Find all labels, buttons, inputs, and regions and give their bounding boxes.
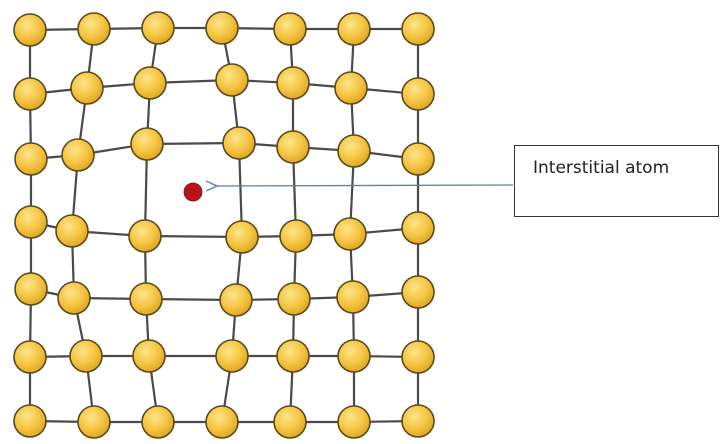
interstitial-atom [183,182,203,202]
lattice-atom [273,405,307,439]
lattice-atom [77,405,111,439]
lattice-atom [70,71,104,105]
lattice-atom [55,214,89,248]
lattice-atom [13,340,47,374]
lattice-atom [279,219,313,253]
lattice-atom [336,280,370,314]
lattice-atom [276,130,310,164]
lattice-atom [215,63,249,97]
lattice-atom [129,282,163,316]
lattice-atom [401,12,435,46]
annotation-label: Interstitial atom [533,158,670,178]
lattice-atom [205,11,239,45]
lattice-atom [133,66,167,100]
lattice-atom [401,142,435,176]
lattice-atom [132,339,166,373]
lattice-atom [337,12,371,46]
lattice-atom [13,13,47,47]
lattice-atom [14,142,48,176]
pointer-arrow [216,185,514,186]
lattice-atoms [13,11,435,439]
lattice-atom [337,339,371,373]
lattice-atom [276,339,310,373]
lattice-atom [141,405,175,439]
lattice-atom [401,211,435,245]
lattice-atom [337,134,371,168]
annotation-box: Interstitial atom [514,145,719,217]
lattice-atom [14,205,48,239]
lattice-atom [219,283,253,317]
lattice-atom [333,217,367,251]
lattice-atom [14,272,48,306]
lattice-atom [57,281,91,315]
lattice-atom [401,77,435,111]
lattice-atom [273,12,307,46]
lattice-atom [128,219,162,253]
lattice-atom [13,404,47,438]
lattice-atom [69,339,103,373]
lattice-atom [276,66,310,100]
lattice-atom [13,77,47,111]
lattice-atom [334,71,368,105]
lattice-atom [401,340,435,374]
lattice-atom [215,339,249,373]
lattice-atom [225,220,259,254]
lattice-atom [77,12,111,46]
lattice-atom [61,138,95,172]
lattice-atom [222,126,256,160]
lattice-atom [205,405,239,439]
lattice-atom [277,282,311,316]
lattice-atom [130,127,164,161]
lattice-atom [401,275,435,309]
lattice-atom [141,11,175,45]
lattice-atom [401,404,435,438]
lattice-atom [337,405,371,439]
